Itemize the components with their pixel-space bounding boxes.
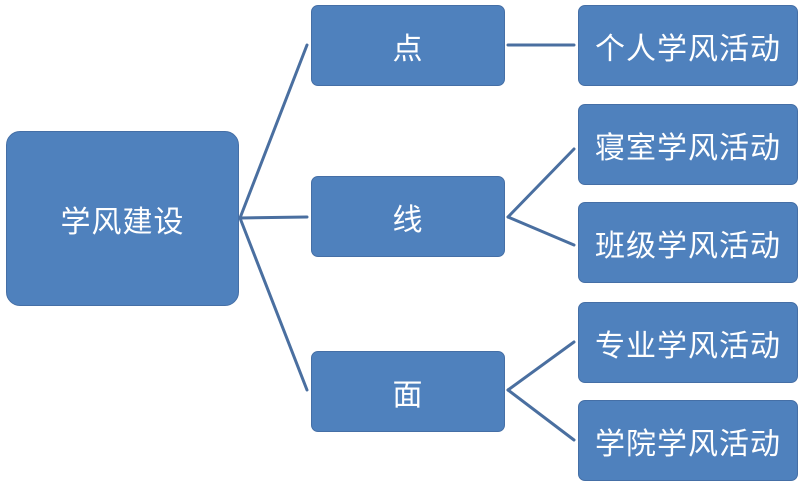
leaf-label-college: 学院学风活动	[595, 426, 781, 462]
connector-line-dorm	[506, 147, 576, 219]
leaf-node-class: 班级学风活动	[578, 202, 798, 283]
leaf-label-class: 班级学风活动	[595, 228, 781, 264]
connector-root-surface	[238, 216, 309, 392]
level-label-line: 线	[392, 202, 424, 238]
connector-surface-college	[506, 388, 576, 442]
level-label-surface: 面	[392, 377, 424, 413]
level-label-point: 点	[392, 31, 424, 67]
leaf-node-dorm: 寝室学风活动	[578, 104, 798, 185]
level-node-surface: 面	[311, 351, 505, 432]
connector-surface-major	[506, 340, 576, 392]
root-label: 学风建设	[60, 204, 185, 240]
connector-line-class	[506, 215, 576, 247]
connector-root-line	[238, 215, 309, 220]
leaf-node-college: 学院学风活动	[578, 400, 798, 481]
connector-root-point	[238, 43, 309, 220]
leaf-label-major: 专业学风活动	[595, 328, 781, 364]
leaf-node-major: 专业学风活动	[578, 302, 798, 383]
root-node: 学风建设	[6, 131, 239, 306]
leaf-label-personal: 个人学风活动	[595, 31, 781, 67]
leaf-node-personal: 个人学风活动	[578, 5, 798, 86]
level-node-line: 线	[311, 176, 505, 257]
leaf-label-dorm: 寝室学风活动	[595, 130, 781, 166]
level-node-point: 点	[311, 5, 505, 86]
